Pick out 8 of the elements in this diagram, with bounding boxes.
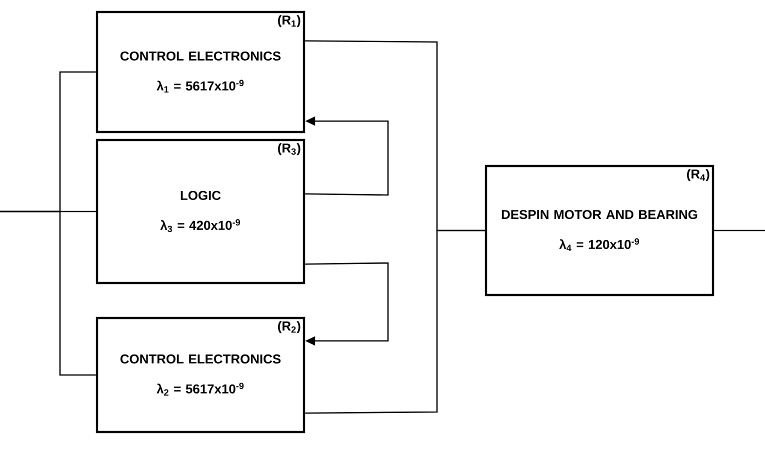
block-box: DESPIN MOTOR AND BEARING λ$_{4}$ = 120x10$^{-9}$ (R$_{4}$): [484, 164, 714, 296]
block-box: CONTROL ELECTRONICS λ$_{1}$ = 5617x10$^{-9}$ (R$_{1}$): [96, 10, 306, 134]
connector-line: [305, 262, 389, 346]
connector-line: [305, 230, 485, 414]
connector-line: [0, 210, 96, 376]
block-box: LOGIC λ$_{3}$ = 420x10$^{-9}$ (R$_{3}$): [96, 138, 306, 284]
block-box: CONTROL ELECTRONICS λ$_{2}$ = 5617x10$^{-9}$ (R$_{2}$): [96, 316, 306, 434]
connector-line: [714, 230, 765, 232]
